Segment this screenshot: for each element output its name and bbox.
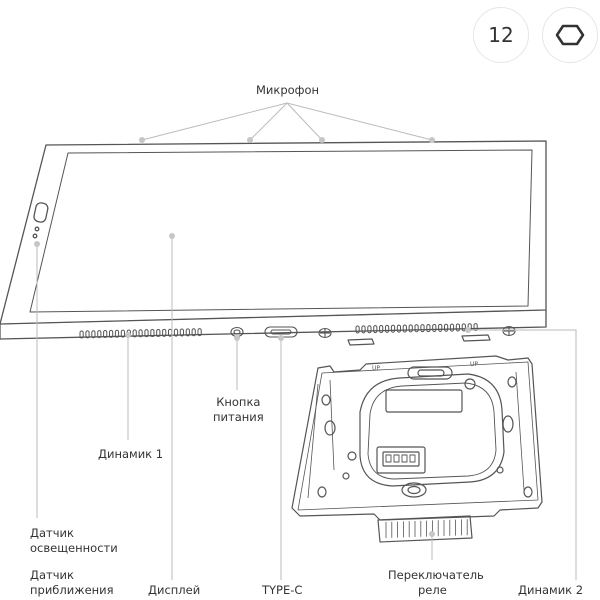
grille-slot — [396, 324, 401, 333]
grille-slot — [197, 328, 202, 337]
count-badge-number: 12 — [488, 23, 514, 47]
grille-slot — [79, 330, 84, 339]
up-mark-left: UP — [372, 365, 380, 372]
grille-slot — [114, 329, 120, 338]
grille-slot — [367, 325, 372, 334]
relay-connector — [376, 446, 426, 474]
grille-slot — [385, 324, 390, 333]
up-mark-right: UP — [470, 361, 478, 368]
hexagon-screw-icon — [555, 24, 585, 46]
grille-slot — [173, 328, 179, 337]
grille-slot — [109, 329, 114, 338]
grille-slot — [379, 325, 384, 334]
grille-slot — [120, 329, 126, 338]
grille-slot — [408, 324, 413, 333]
grille-slot — [355, 325, 360, 334]
grille-slot — [390, 324, 396, 333]
label-type-c: TYPE-C — [262, 583, 303, 597]
grille-slot — [420, 324, 425, 333]
grille-slot — [449, 323, 455, 332]
label-display: Дисплей — [148, 583, 201, 597]
grille-slot — [361, 325, 366, 334]
label-proximity-sensor: Датчик приближения — [30, 568, 114, 597]
grille-slot — [414, 324, 419, 333]
grille-slot — [473, 323, 478, 332]
grille-slot — [97, 330, 102, 339]
grille-slot — [432, 323, 437, 332]
grille-slot — [461, 323, 466, 332]
grille-slot — [144, 329, 149, 338]
grille-slot — [150, 329, 155, 338]
screw-badge — [542, 7, 598, 63]
label-relay-switch: Переключатель реле — [388, 568, 484, 597]
light-sensor-hole — [32, 233, 38, 239]
screw-right — [502, 325, 516, 337]
grille-slot — [402, 324, 407, 333]
grille-slot — [138, 329, 143, 338]
grille-slot — [85, 330, 90, 339]
grille-slot — [179, 328, 185, 337]
label-light-sensor: Датчик освещенности — [30, 526, 118, 555]
grille-slot — [444, 323, 449, 332]
leader-lines — [36, 102, 577, 580]
grille-slot — [426, 324, 431, 333]
count-badge: 12 — [473, 7, 529, 63]
grille-slot — [455, 323, 460, 332]
leader-dots — [34, 137, 471, 537]
label-speaker-2: Динамик 2 — [518, 583, 584, 597]
tablet-panel — [0, 140, 547, 340]
mounting-plate — [291, 334, 543, 543]
grille-slot — [191, 328, 196, 337]
grille-slot — [132, 329, 137, 338]
grille-slot — [103, 330, 108, 339]
grille-slot — [91, 330, 96, 339]
screw-left — [318, 327, 332, 339]
label-speaker-1: Динамик 1 — [98, 447, 164, 461]
proximity-sensor-hole — [34, 226, 40, 232]
grille-slot — [185, 328, 190, 337]
sensor-window — [33, 202, 49, 223]
grille-slot — [156, 328, 161, 337]
grille-slot — [438, 323, 443, 332]
display-screen — [29, 149, 533, 313]
grille-slot — [162, 328, 167, 337]
relay-module — [377, 515, 473, 543]
grille-slot — [373, 325, 378, 334]
label-microphone: Микрофон — [256, 83, 320, 97]
label-power-button: Кнопка питания — [213, 395, 264, 424]
speaker-grilles — [79, 323, 478, 339]
